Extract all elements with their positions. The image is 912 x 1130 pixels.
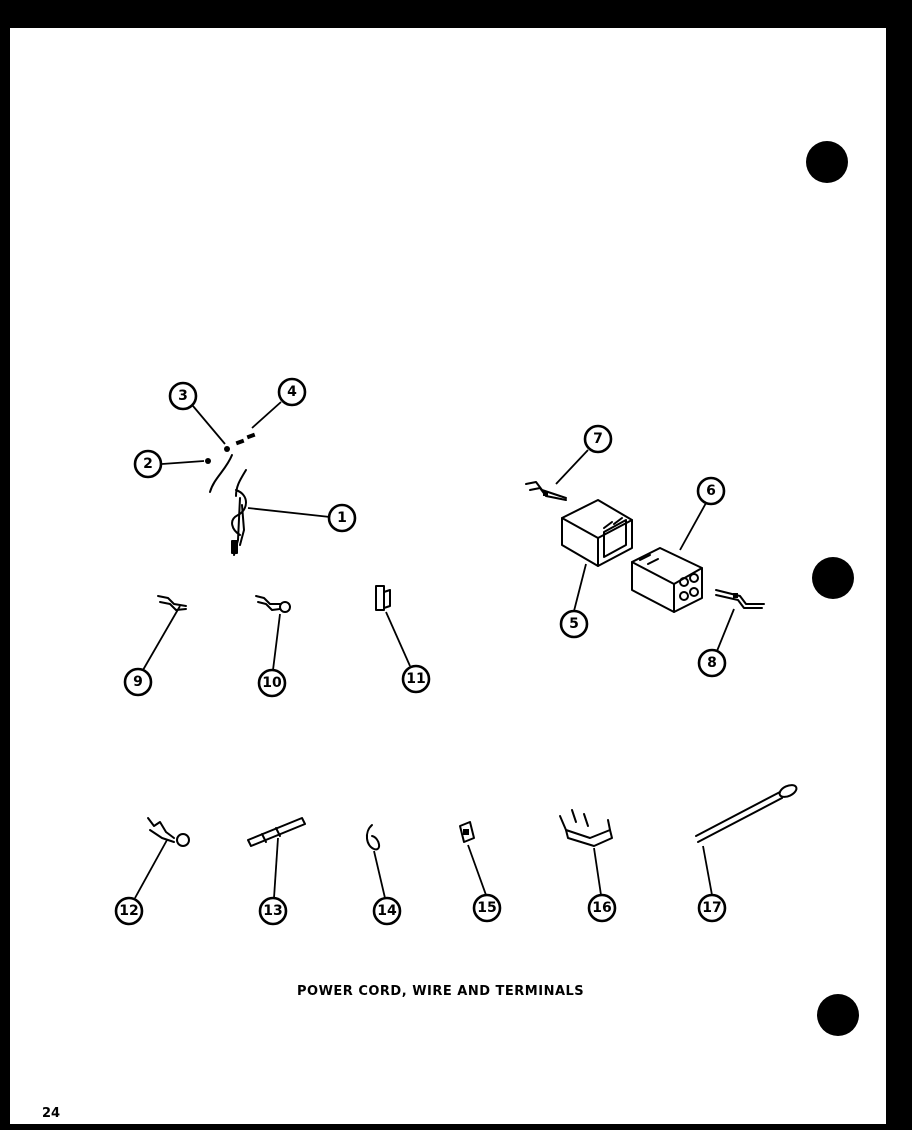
callout-11: 11 [401,664,431,694]
part-bracket-16 [559,809,613,847]
part-pin-terminal-7 [525,481,567,501]
part-connector-plug [631,547,703,613]
callout-9: 9 [123,667,153,697]
callout-13: 13 [258,896,288,926]
callout-16: 16 [587,893,617,923]
punch-hole-middle [812,557,854,599]
part-ring-terminal-10 [255,595,291,613]
callout-14: 14 [372,896,402,926]
callout-1: 1 [327,503,357,533]
diagram-caption: POWER CORD, WIRE AND TERMINALS [297,984,585,999]
callout-label: 10 [262,675,282,691]
page-number: 24 [42,1106,61,1121]
callout-label: 13 [263,903,282,919]
callout-label: 6 [706,483,716,499]
part-cable-tie-17 [695,784,798,843]
part-butt-connector-13 [247,817,306,847]
callout-label: 15 [477,900,496,916]
part-terminal-small [224,446,230,452]
punch-hole-top [806,141,848,183]
callout-12: 12 [114,896,144,926]
callout-2: 2 [133,449,163,479]
callout-label: 7 [593,431,603,447]
callout-label: 1 [337,510,347,526]
part-terminal-block-15 [459,821,475,843]
callout-7: 7 [583,424,613,454]
callout-10: 10 [257,668,287,698]
part-wire-loop-14 [366,824,380,851]
part-connector-housing [561,499,633,567]
callout-3: 3 [168,381,198,411]
callout-label: 3 [178,388,188,404]
part-power-cord [209,454,247,556]
callout-label: 9 [133,674,143,690]
callout-17: 17 [697,893,727,923]
callout-5: 5 [559,609,589,639]
callout-label: 2 [143,456,153,472]
parts-diagram-page [10,28,886,1124]
punch-hole-bottom [817,994,859,1036]
callout-label: 5 [569,616,579,632]
part-wire-splice [235,432,256,446]
callout-label: 16 [592,900,611,916]
callout-6: 6 [696,476,726,506]
callout-label: 12 [119,903,138,919]
part-wire-nut [205,458,211,464]
callout-8: 8 [697,648,727,678]
callout-label: 17 [702,900,721,916]
callout-4: 4 [277,377,307,407]
part-clip-11 [375,585,391,611]
callout-label: 14 [377,903,397,919]
callout-label: 11 [406,671,425,687]
part-terminal-9 [157,595,187,611]
callout-label: 8 [707,655,717,671]
leader-lines [134,401,735,899]
callout-label: 4 [287,384,297,400]
part-ring-terminal-12 [147,817,190,847]
callout-15: 15 [472,893,502,923]
part-pin-terminal-8 [715,589,765,609]
